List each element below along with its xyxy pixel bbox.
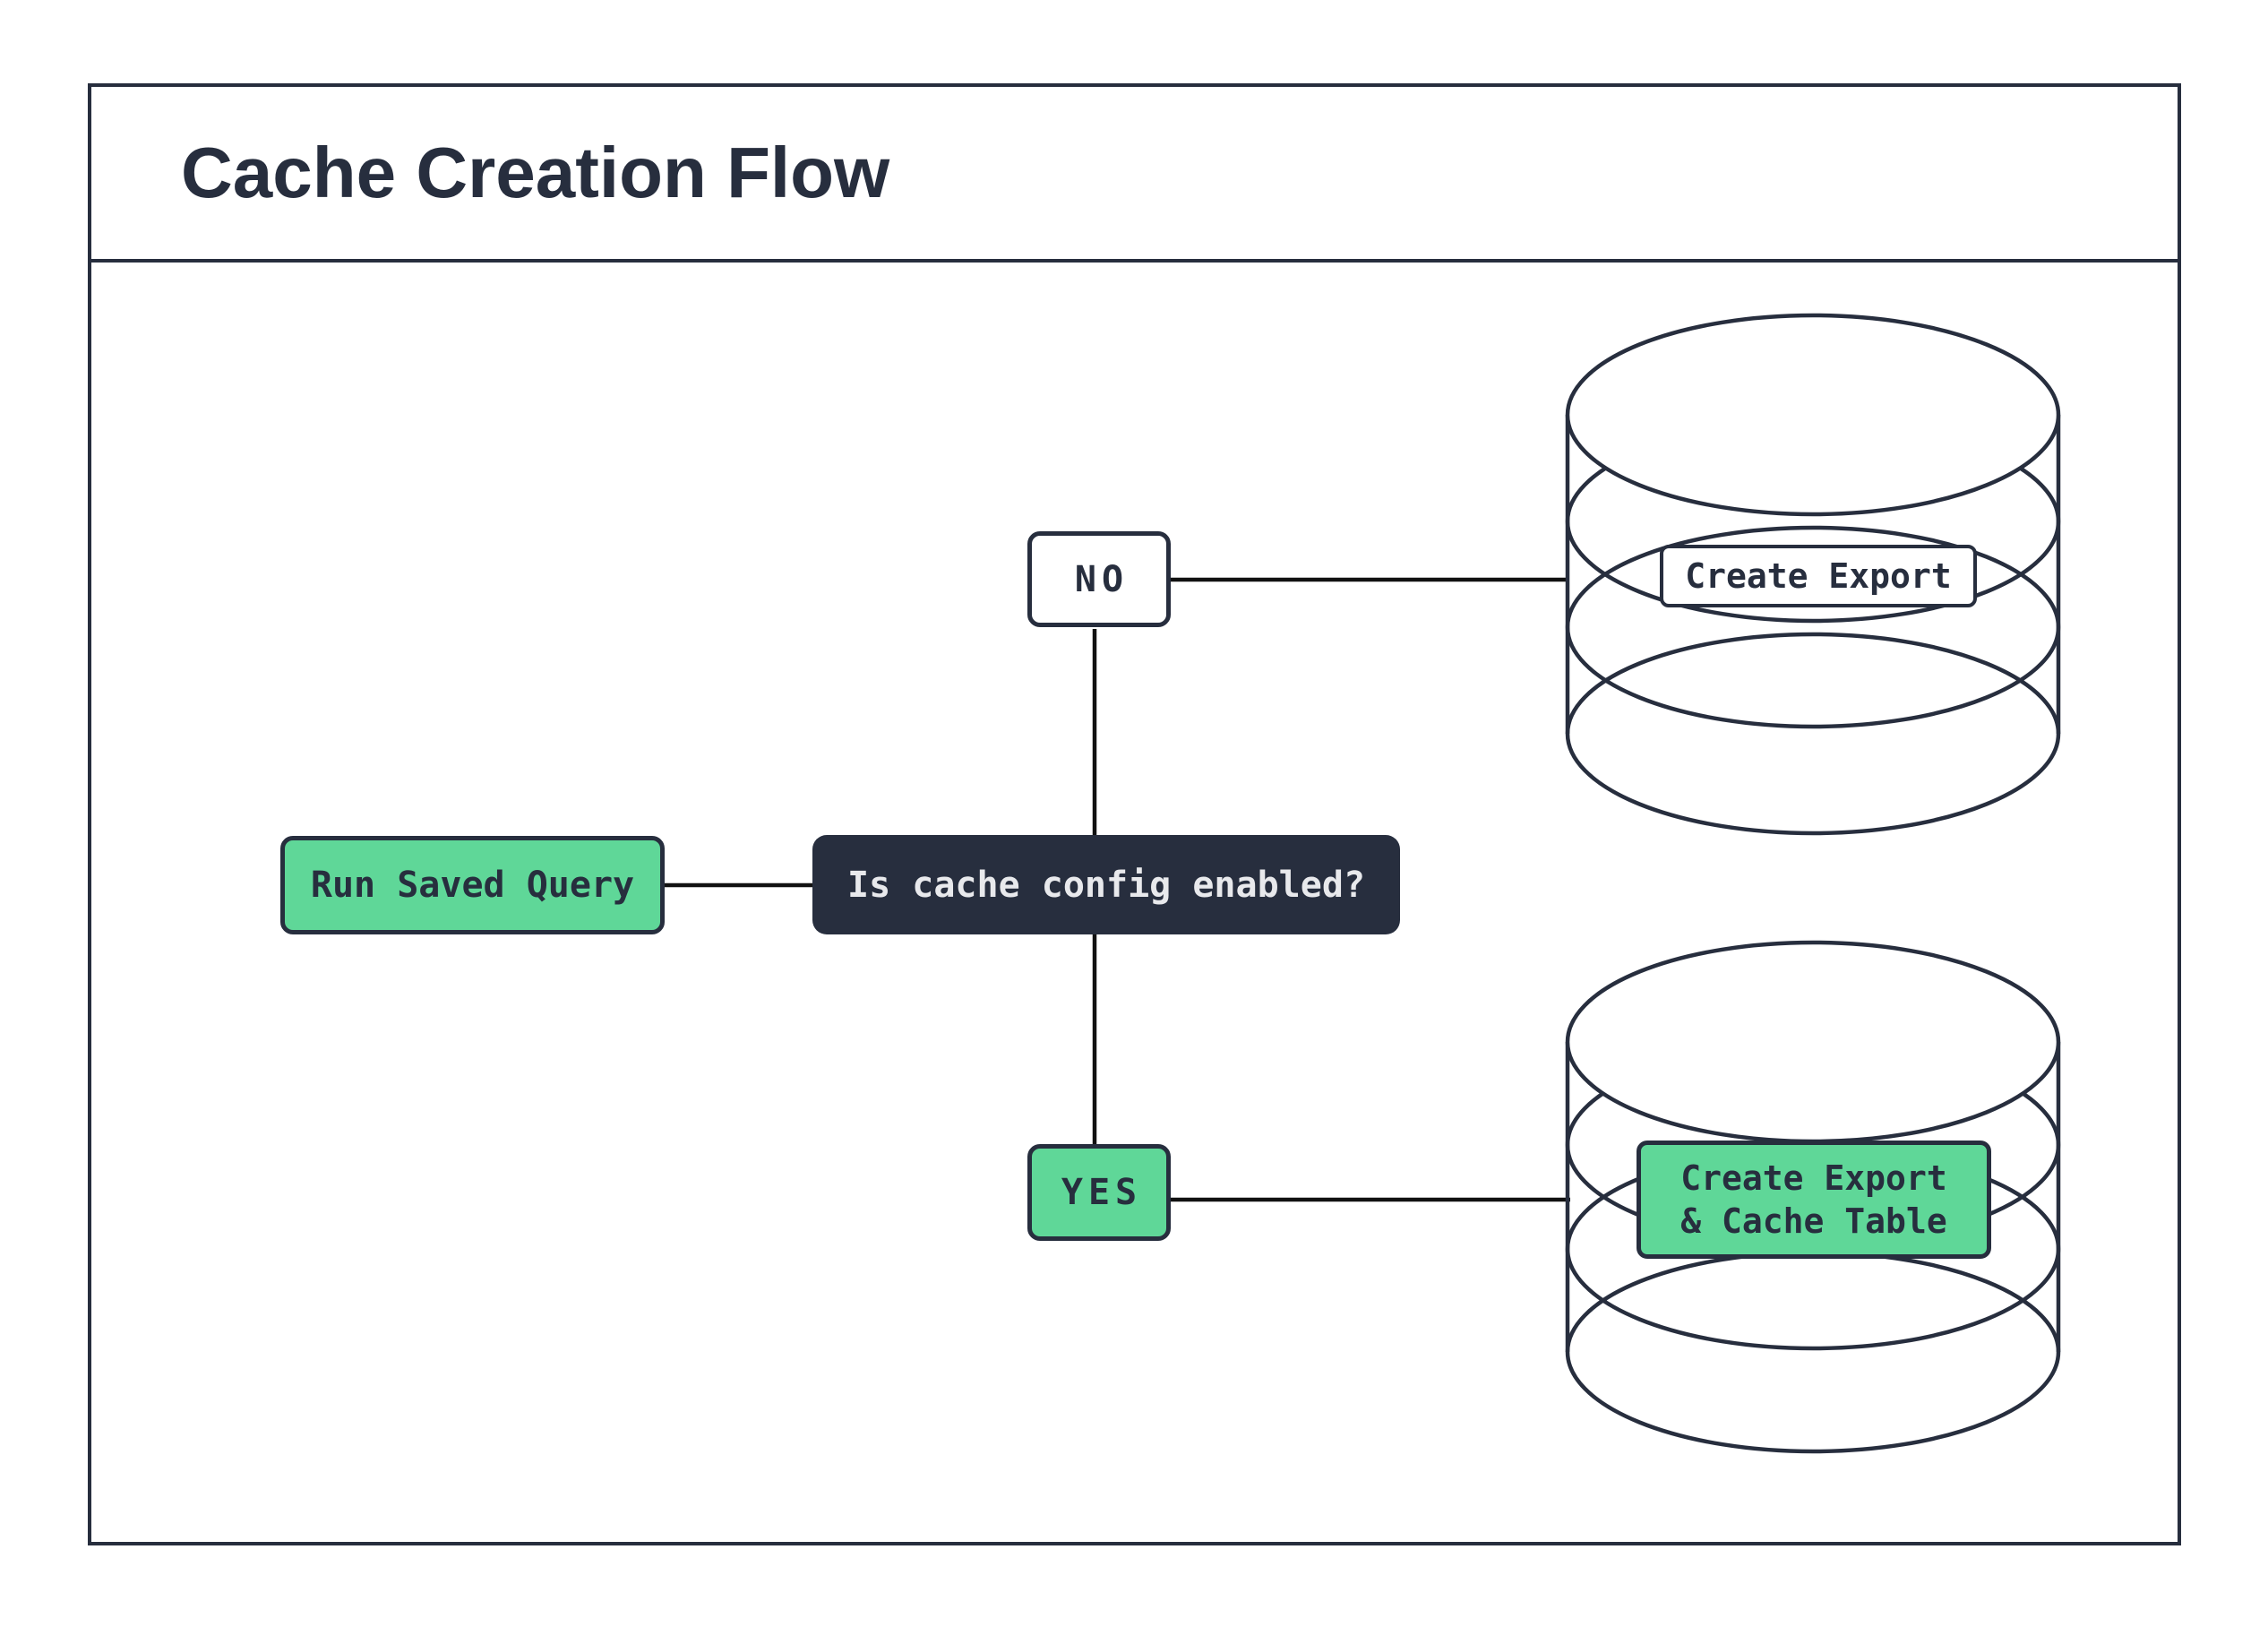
no-branch-node: NO bbox=[1027, 531, 1171, 627]
connectors bbox=[665, 577, 1570, 1202]
title-bar: Cache Creation Flow bbox=[88, 83, 2181, 263]
yes-branch-node: YES bbox=[1027, 1144, 1171, 1241]
page-title: Cache Creation Flow bbox=[181, 133, 890, 212]
database-icon-top bbox=[1565, 313, 2061, 836]
run-saved-query-node: Run Saved Query bbox=[280, 836, 665, 934]
create-export-cache-table-label: Create Export & Cache Table bbox=[1637, 1141, 1991, 1259]
create-export-label: Create Export bbox=[1660, 545, 1977, 607]
decision-node-cache-config: Is cache config enabled? bbox=[812, 835, 1400, 934]
database-icon-bottom bbox=[1565, 940, 2061, 1454]
